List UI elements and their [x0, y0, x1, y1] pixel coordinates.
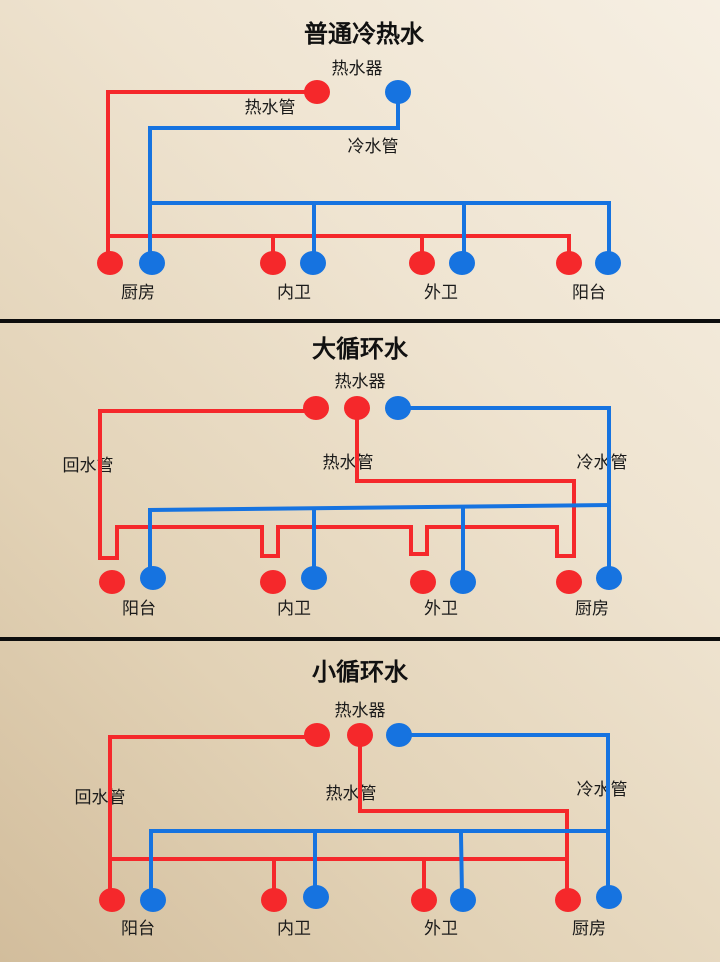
panel-big-loop: 大循环水 热水器 回水管 热水管 冷水管 阳台 内卫 外卫 厨房: [63, 335, 628, 619]
fixture-cold-outlet: [450, 888, 476, 912]
panel-title: 大循环水: [312, 335, 409, 363]
fixture-hot-outlet: [409, 251, 435, 275]
fixture-cold-outlet: [596, 885, 622, 909]
fixture-label: 内卫: [277, 283, 311, 303]
hot-supply-pipe: [358, 733, 569, 897]
cold-pipe-main: [396, 406, 611, 578]
heater-label: 热水器: [332, 59, 383, 79]
cold-pipe-label: 冷水管: [348, 137, 399, 157]
cold-pipe-bus: [148, 502, 612, 578]
heater-return-inlet: [303, 396, 329, 420]
fixture-hot-outlet: [260, 570, 286, 594]
cold-pipe-bus: [149, 829, 606, 897]
fixture-hot-outlet: [99, 888, 125, 912]
fixture-label: 外卫: [424, 283, 458, 303]
fixture-hot-outlet: [411, 888, 437, 912]
heater-hot-outlet: [344, 396, 370, 420]
fixture-label: 阳台: [121, 919, 155, 939]
heater-hot-outlet: [304, 80, 330, 104]
heater-label: 热水器: [335, 701, 386, 721]
cold-branch-waiwei: [458, 832, 465, 898]
hot-loop-pipe: [98, 406, 576, 560]
fixture-cold-outlet: [140, 888, 166, 912]
hot-pipe-main: [106, 90, 319, 260]
fixture-hot-outlet: [556, 570, 582, 594]
heater-cold-inlet: [385, 80, 411, 104]
hot-pipe-label: 热水管: [326, 784, 377, 804]
fixture-cold-outlet: [300, 251, 326, 275]
hot-pipe-label: 热水管: [323, 453, 374, 473]
heater-cold-inlet: [385, 396, 411, 420]
panel-title: 小循环水: [312, 658, 409, 686]
fixture-cold-outlet: [595, 251, 621, 275]
fixture-label: 厨房: [572, 919, 606, 939]
fixture-hot-outlet: [261, 888, 287, 912]
hot-pipe-label: 热水管: [245, 98, 296, 118]
fixture-label: 厨房: [575, 599, 609, 619]
fixture-label: 厨房: [121, 283, 155, 303]
fixture-label: 外卫: [424, 599, 458, 619]
fixture-label: 内卫: [277, 599, 311, 619]
heater-return-inlet: [304, 723, 330, 747]
fixture-label: 阳台: [572, 283, 606, 303]
fixture-label: 外卫: [424, 919, 458, 939]
cold-pipe-label: 冷水管: [577, 453, 628, 473]
hot-pipe-bus: [106, 234, 571, 260]
cold-pipe-bus: [148, 201, 611, 260]
cold-pipe-main: [148, 90, 400, 260]
return-pipe-label: 回水管: [75, 788, 126, 808]
fixture-label: 阳台: [122, 599, 156, 619]
return-pipe: [108, 735, 319, 897]
panel-small-loop: 小循环水 热水器 回水管 热水管 冷水管 阳台 内卫 外卫 厨房: [75, 658, 628, 939]
fixture-label: 内卫: [277, 919, 311, 939]
fixture-cold-outlet: [140, 566, 166, 590]
fixture-hot-outlet: [410, 570, 436, 594]
fixture-hot-outlet: [99, 570, 125, 594]
return-pipe-label: 回水管: [63, 456, 114, 476]
fixture-cold-outlet: [303, 885, 329, 909]
fixture-cold-outlet: [139, 251, 165, 275]
heater-hot-outlet: [347, 723, 373, 747]
fixture-cold-outlet: [450, 570, 476, 594]
fixture-cold-outlet: [449, 251, 475, 275]
panel-normal: 普通冷热水 热水器 热水管 冷水管 厨房 内卫 外卫 阳台: [97, 20, 621, 303]
heater-cold-inlet: [386, 723, 412, 747]
panel-title: 普通冷热水: [304, 20, 425, 48]
cold-pipe-label: 冷水管: [577, 780, 628, 800]
fixture-hot-outlet: [556, 251, 582, 275]
fixture-hot-outlet: [555, 888, 581, 912]
fixture-hot-outlet: [97, 251, 123, 275]
fixture-cold-outlet: [301, 566, 327, 590]
heater-label: 热水器: [335, 372, 386, 392]
fixture-hot-outlet: [260, 251, 286, 275]
cold-pipe-main: [397, 733, 610, 897]
fixture-cold-outlet: [596, 566, 622, 590]
